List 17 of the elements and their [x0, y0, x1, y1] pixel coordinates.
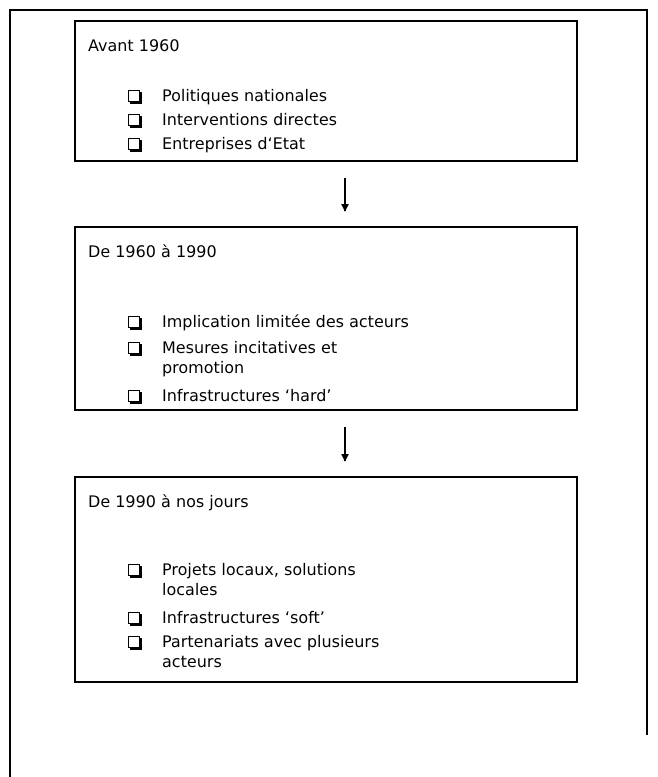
period-heading: De 1960 à 1990 — [88, 242, 217, 261]
list-item: Projets locaux, solutions locales — [162, 560, 357, 600]
list-item: Mesures incitatives et promotion — [162, 338, 338, 378]
list-item: Entreprises d‘Etat — [162, 134, 306, 154]
list-item: Infrastructures ‘soft’ — [162, 608, 326, 628]
list-item: Interventions directes — [162, 110, 338, 130]
stage-box — [74, 20, 578, 162]
stage-box — [74, 226, 578, 411]
stage-box — [74, 476, 578, 683]
list-item: Partenariats avec plusieurs acteurs — [162, 632, 380, 672]
list-item: Infrastructures ‘hard’ — [162, 386, 332, 406]
period-heading: De 1990 à nos jours — [88, 492, 249, 511]
list-item: Politiques nationales — [162, 86, 328, 106]
period-heading: Avant 1960 — [88, 36, 180, 55]
arrow — [341, 178, 349, 212]
list-item: Implication limitée des acteurs — [162, 312, 410, 332]
arrow — [341, 427, 349, 462]
